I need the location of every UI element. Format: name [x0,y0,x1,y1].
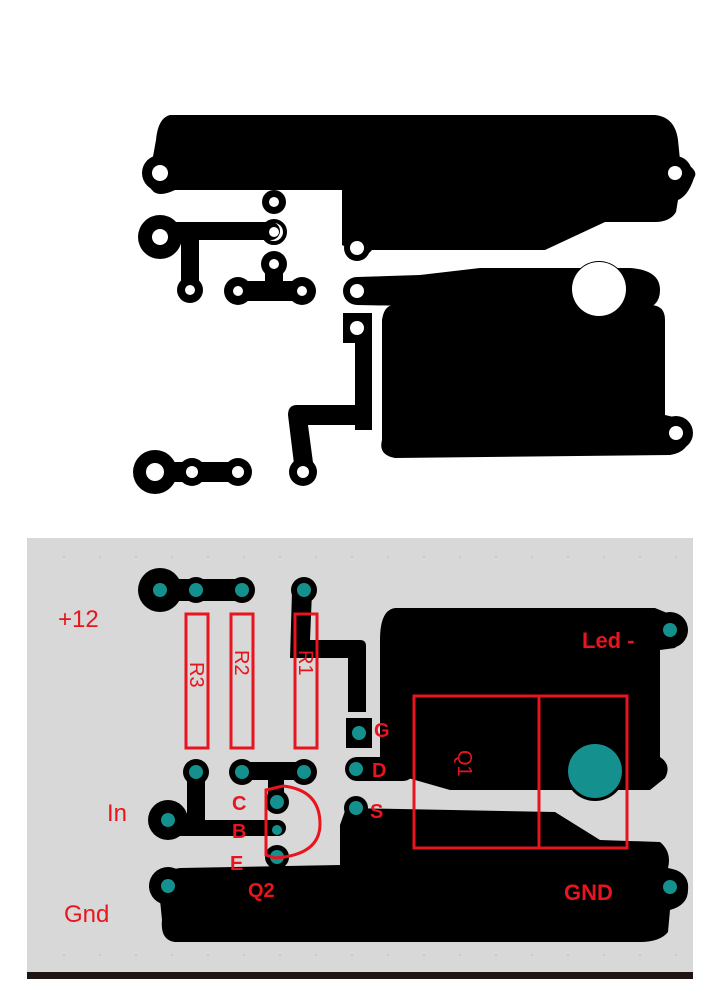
pad-q1-tab [568,744,622,798]
pad-drain [349,762,363,776]
pad-led-minus [663,623,677,637]
silkscreen [184,612,629,860]
pcb-layout-canvas: R3 R2 R1 Q1 G D S C B E Q2 +12 In Gnd Le… [0,530,719,1000]
base-pin-label: B [232,821,246,843]
q1-outline [412,694,629,850]
pad-input [161,813,175,827]
drain-pin-label: D [372,760,386,782]
pad-gnd-left [161,879,175,893]
r1-label: R1 [294,650,316,676]
emitter-pin-label: E [230,853,243,875]
r3-label: R3 [185,662,207,688]
copper-mask-view [133,115,696,494]
gnd-right-label: GND [564,880,613,905]
pcb-layout-view: R3 R2 R1 Q1 G D S C B E Q2 +12 In Gnd Le… [0,530,719,1000]
q2-label: Q2 [248,880,275,902]
pad-gate [352,726,366,740]
input-label: In [107,800,127,827]
led-minus-label: Led - [582,628,635,653]
r2-outline [229,612,255,750]
source-pin-label: S [370,801,383,823]
pad-gnd-right [663,880,677,894]
q2-outline [264,784,322,860]
r2-label: R2 [230,650,252,676]
grid-dots [63,556,677,956]
pad-collector [270,795,284,809]
plus12-label: +12 [58,606,99,633]
pad-base [272,825,282,835]
pad-source [349,801,363,815]
drill-holes [146,165,683,481]
r3-outline [184,612,210,750]
q1-label: Q1 [453,750,475,777]
r1-outline [293,612,319,750]
gate-pin-label: G [374,720,390,742]
pad-plus12 [153,583,167,597]
copper-mask-canvas [133,115,696,494]
pads [153,583,677,894]
collector-pin-label: C [232,793,246,815]
status-strip [27,972,693,979]
gnd-left-label: Gnd [64,901,109,928]
